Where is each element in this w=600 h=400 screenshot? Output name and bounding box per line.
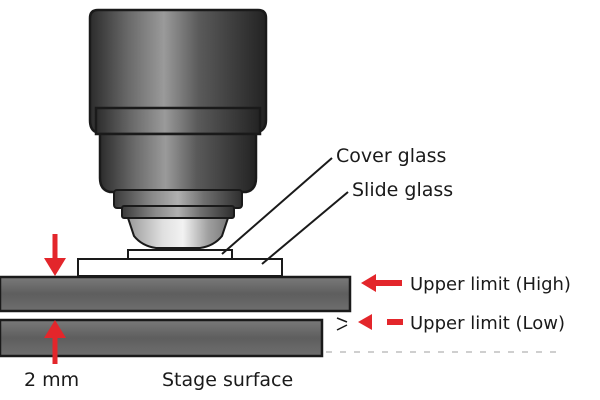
slide-glass-label: Slide glass bbox=[352, 179, 453, 201]
upper-limit-high-arrow bbox=[361, 274, 402, 292]
objective-lens bbox=[88, 8, 268, 249]
cover-glass-leader bbox=[221, 157, 333, 255]
objective-mid-body bbox=[98, 132, 258, 194]
cover-glass bbox=[127, 249, 233, 260]
glare-mark bbox=[336, 317, 348, 331]
objective-ring-lower bbox=[121, 205, 235, 219]
objective-top-body bbox=[88, 8, 268, 134]
distance-arrow-top bbox=[44, 234, 66, 276]
stage-upper-plate bbox=[0, 275, 352, 313]
upper-limit-low-arrow bbox=[358, 314, 403, 330]
slide-glass-leader bbox=[261, 191, 349, 265]
slide-glass bbox=[77, 258, 283, 277]
objective-tip bbox=[126, 217, 230, 249]
objective-collar bbox=[94, 106, 262, 136]
upper-limit-high-label: Upper limit (High) bbox=[410, 274, 571, 295]
stage-surface-label: Stage surface bbox=[162, 369, 293, 391]
distance-arrow-bottom bbox=[44, 320, 66, 364]
cover-glass-label: Cover glass bbox=[336, 145, 446, 167]
distance-label: 2 mm bbox=[24, 369, 79, 391]
upper-limit-low-label: Upper limit (Low) bbox=[410, 313, 565, 334]
